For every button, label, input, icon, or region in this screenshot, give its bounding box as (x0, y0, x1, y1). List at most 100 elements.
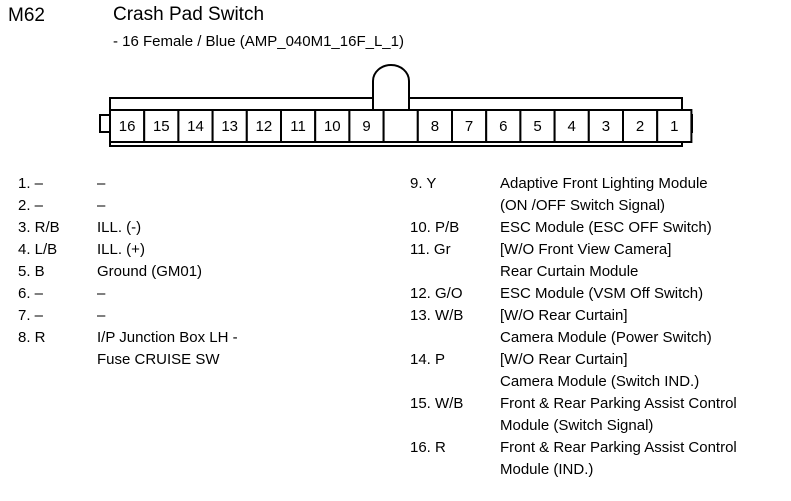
pin-cell-1 (656, 109, 693, 143)
pin-description-line: [W/O Front View Camera] (500, 241, 672, 258)
connector-diagram: 16 15 14 13 12 11 10 9 8 7 6 5 4 3 2 1 (0, 58, 791, 158)
pin-description-line: – (97, 285, 106, 302)
pin-row: 5. B Ground (GM01) (18, 261, 398, 283)
pin-id: 6. – (18, 285, 44, 302)
pin-cell-11 (280, 109, 317, 143)
pin-cell-12 (245, 109, 283, 143)
pin-cell-number: 15 (153, 118, 170, 135)
pin-cell-number: 11 (290, 118, 306, 135)
pin-description: ILL. (-) (97, 217, 398, 239)
pin-row: 6. – – (18, 283, 398, 305)
pin-row: 1. – – (18, 173, 398, 195)
pin-row: 4. L/B ILL. (+) (18, 239, 398, 261)
pin-row: 2. – – (18, 195, 398, 217)
pin-description: – (97, 195, 398, 217)
pin-description-line: – (97, 175, 106, 192)
pin-cell-number: 14 (187, 118, 204, 135)
pin-cell-group: 16 15 14 13 12 11 10 9 8 7 6 5 4 3 2 1 (109, 109, 693, 143)
pin-id: 16. R (410, 439, 446, 456)
pin-id: 1. – (18, 175, 44, 192)
pin-row: 7. – – (18, 305, 398, 327)
pin-row: 11. Gr [W/O Front View Camera]Rear Curtai… (410, 239, 785, 283)
pin-row: 10. P/B ESC Module (ESC OFF Switch) (410, 217, 785, 239)
connector-latch-tab (372, 64, 410, 110)
pin-description-line: Module (Switch Signal) (500, 417, 654, 434)
pin-description: ILL. (+) (97, 239, 398, 261)
pin-description: – (97, 283, 398, 305)
pin-row: 8. R I/P Junction Box LH - Fuse CRUISE SW (18, 327, 398, 371)
pin-description: – (97, 173, 398, 195)
pin-id: 11. Gr (410, 241, 451, 258)
pin-id: 10. P/B (410, 219, 460, 236)
component-code: M62 (8, 5, 45, 26)
pin-cell-number: 6 (499, 118, 507, 135)
pin-description: ESC Module (ESC OFF Switch) (500, 217, 785, 239)
pin-id: 2. – (18, 197, 44, 214)
pin-cell-number: 16 (119, 118, 136, 135)
pin-cell-10 (314, 109, 351, 143)
pin-id: 15. W/B (410, 395, 464, 412)
pin-description: Adaptive Front Lighting Module (ON /OFF S… (500, 173, 785, 217)
pin-cell-number: 13 (221, 118, 238, 135)
pin-cell-number: 10 (324, 118, 341, 135)
pin-id: 7. – (18, 307, 44, 324)
pin-description-line: Module (IND.) (500, 461, 594, 478)
pin-cell-number: 5 (533, 118, 541, 135)
pin-description-line: Ground (GM01) (97, 263, 203, 280)
pin-description: I/P Junction Box LH - Fuse CRUISE SW (97, 327, 398, 371)
pin-row: 12. G/O ESC Module (VSM Off Switch) (410, 283, 785, 305)
pin-id: 8. R (18, 329, 46, 346)
pin-cell-number: 1 (670, 118, 678, 135)
pin-description-line: Front & Rear Parking Assist Control (500, 439, 737, 456)
pin-cell-number: 3 (602, 118, 610, 135)
connector-subtitle: - 16 Female / Blue (AMP_040M1_16F_L_1) (113, 33, 404, 50)
pin-description: ESC Module (VSM Off Switch) (500, 283, 785, 305)
pin-description-line: Front & Rear Parking Assist Control (500, 395, 737, 412)
pin-description-line: (ON /OFF Switch Signal) (500, 197, 666, 214)
pin-cell-number: 4 (568, 118, 576, 135)
pin-description: [W/O Rear Curtain] Camera Module (Switch … (500, 349, 785, 393)
pin-id: 4. L/B (18, 241, 58, 258)
pin-cell-number: 7 (465, 118, 473, 135)
page-title: Crash Pad Switch (113, 4, 265, 25)
pin-description: [W/O Front View Camera]Rear Curtain Modu… (500, 239, 785, 283)
pin-description-line: I/P Junction Box LH - (97, 329, 238, 346)
pin-description: [W/O Rear Curtain] Camera Module (Power S… (500, 305, 785, 349)
pin-description-line: Camera Module (Power Switch) (500, 329, 712, 346)
pin-description-line: Fuse CRUISE SW (97, 351, 220, 368)
pin-row: 15. W/B Front & Rear Parking Assist Contr… (410, 393, 785, 437)
pin-cell-3 (587, 109, 624, 143)
pin-description-line: [W/O Rear Curtain] (500, 351, 628, 368)
pin-description: Ground (GM01) (97, 261, 398, 283)
pin-description-line: Camera Module (Switch IND.) (500, 373, 700, 390)
pin-id: 9. Y (410, 175, 437, 192)
pin-cell-number: 2 (636, 118, 644, 135)
pin-row: 9. Y Adaptive Front Lighting Module (ON /O… (410, 173, 785, 217)
pin-cell-15 (143, 109, 180, 143)
pin-description-line: ILL. (+) (97, 241, 145, 258)
pin-description-line: ESC Module (VSM Off Switch) (500, 285, 704, 302)
pin-cell-number: 12 (256, 118, 273, 135)
pin-id: 14. P (410, 351, 446, 368)
pin-row: 13. W/B [W/O Rear Curtain] Camera Module (… (410, 305, 785, 349)
pin-description: – (97, 305, 398, 327)
pin-id: 5. B (18, 263, 45, 280)
pin-row: 14. P [W/O Rear Curtain] Camera Module (Sw… (410, 349, 785, 393)
pin-description-line: – (97, 307, 106, 324)
pin-cell-empty (382, 109, 419, 143)
pin-description-line: Adaptive Front Lighting Module (500, 175, 708, 192)
pin-description-line: – (97, 197, 106, 214)
pin-id: 12. G/O (410, 285, 463, 302)
pin-id: 13. W/B (410, 307, 464, 324)
pin-list-right: 9. Y Adaptive Front Lighting Module (ON /O… (410, 173, 785, 481)
pin-cell-number: 8 (431, 118, 439, 135)
pin-cell-number: 9 (362, 118, 370, 135)
pin-cell-13 (211, 109, 248, 143)
pin-description-line: [W/O Rear Curtain] (500, 307, 628, 324)
pin-description-line: ESC Module (ESC OFF Switch) (500, 219, 712, 236)
pin-description-line: ILL. (-) (97, 219, 142, 236)
